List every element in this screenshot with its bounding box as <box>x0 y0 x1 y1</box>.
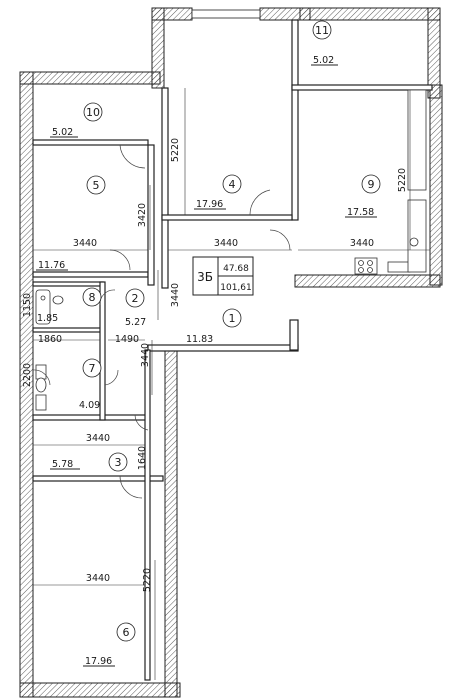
dim-3440-vert-b: 3440 <box>140 343 151 367</box>
room-labels: 10 5.02 11 5.02 5 11.76 4 17.96 9 17.58 … <box>36 20 381 667</box>
room-10-number: 10 <box>86 106 100 119</box>
dim-3440-mid: 3440 <box>214 238 238 249</box>
room-3-area: 5.78 <box>52 459 73 470</box>
dim-1860: 1860 <box>38 334 62 345</box>
dim-3420: 3420 <box>137 203 148 227</box>
area-summary: 3Б 47.68 101,61 <box>192 256 254 296</box>
interior-walls <box>32 19 433 681</box>
room-5-number: 5 <box>93 179 100 192</box>
room-4-area: 17.96 <box>196 199 223 210</box>
room-4-number: 4 <box>229 178 236 191</box>
dimension-lines <box>33 88 430 680</box>
fixtures <box>35 89 427 411</box>
dim-1490: 1490 <box>115 334 139 345</box>
room-7-area: 4.09 <box>79 400 100 411</box>
room-3-number: 3 <box>115 456 122 469</box>
room-7-number: 7 <box>89 362 96 375</box>
outer-walls <box>19 7 443 698</box>
dim-5220-room6: 5220 <box>142 568 153 592</box>
living-area: 47.68 <box>223 264 249 274</box>
dim-1640: 1640 <box>137 446 148 470</box>
dimension-labels: 5220 5220 5220 3420 3440 3440 3440 3440 … <box>22 138 408 592</box>
room-10-area: 5.02 <box>52 127 73 138</box>
dim-3440-right: 3440 <box>350 238 374 249</box>
dim-5220-room4: 5220 <box>170 138 181 162</box>
room-9-area: 17.58 <box>347 207 374 218</box>
total-area: 101,61 <box>220 283 252 293</box>
room-5-area: 11.76 <box>38 260 65 271</box>
room-8-number: 8 <box>89 291 96 304</box>
dim-3440-left: 3440 <box>73 238 97 249</box>
dim-1150: 1150 <box>22 293 33 317</box>
room-1-number: 1 <box>229 312 236 325</box>
room-6-number: 6 <box>123 626 130 639</box>
dim-3440-vert-a: 3440 <box>170 283 181 307</box>
room-11-number: 11 <box>315 24 329 37</box>
room-2-area: 5.27 <box>125 317 146 328</box>
room-9-number: 9 <box>368 178 375 191</box>
dim-2200: 2200 <box>22 363 33 387</box>
room-1-area: 11.83 <box>186 334 213 345</box>
dim-5220-room9: 5220 <box>397 168 408 192</box>
dim-3440-room3: 3440 <box>86 433 110 444</box>
apartment-code: 3Б <box>197 270 213 284</box>
dim-3440-room6: 3440 <box>86 573 110 584</box>
room-8-area: 1.85 <box>37 313 58 324</box>
room-2-number: 2 <box>132 292 139 305</box>
room-11-area: 5.02 <box>313 55 334 66</box>
room-6-area: 17.96 <box>85 656 112 667</box>
